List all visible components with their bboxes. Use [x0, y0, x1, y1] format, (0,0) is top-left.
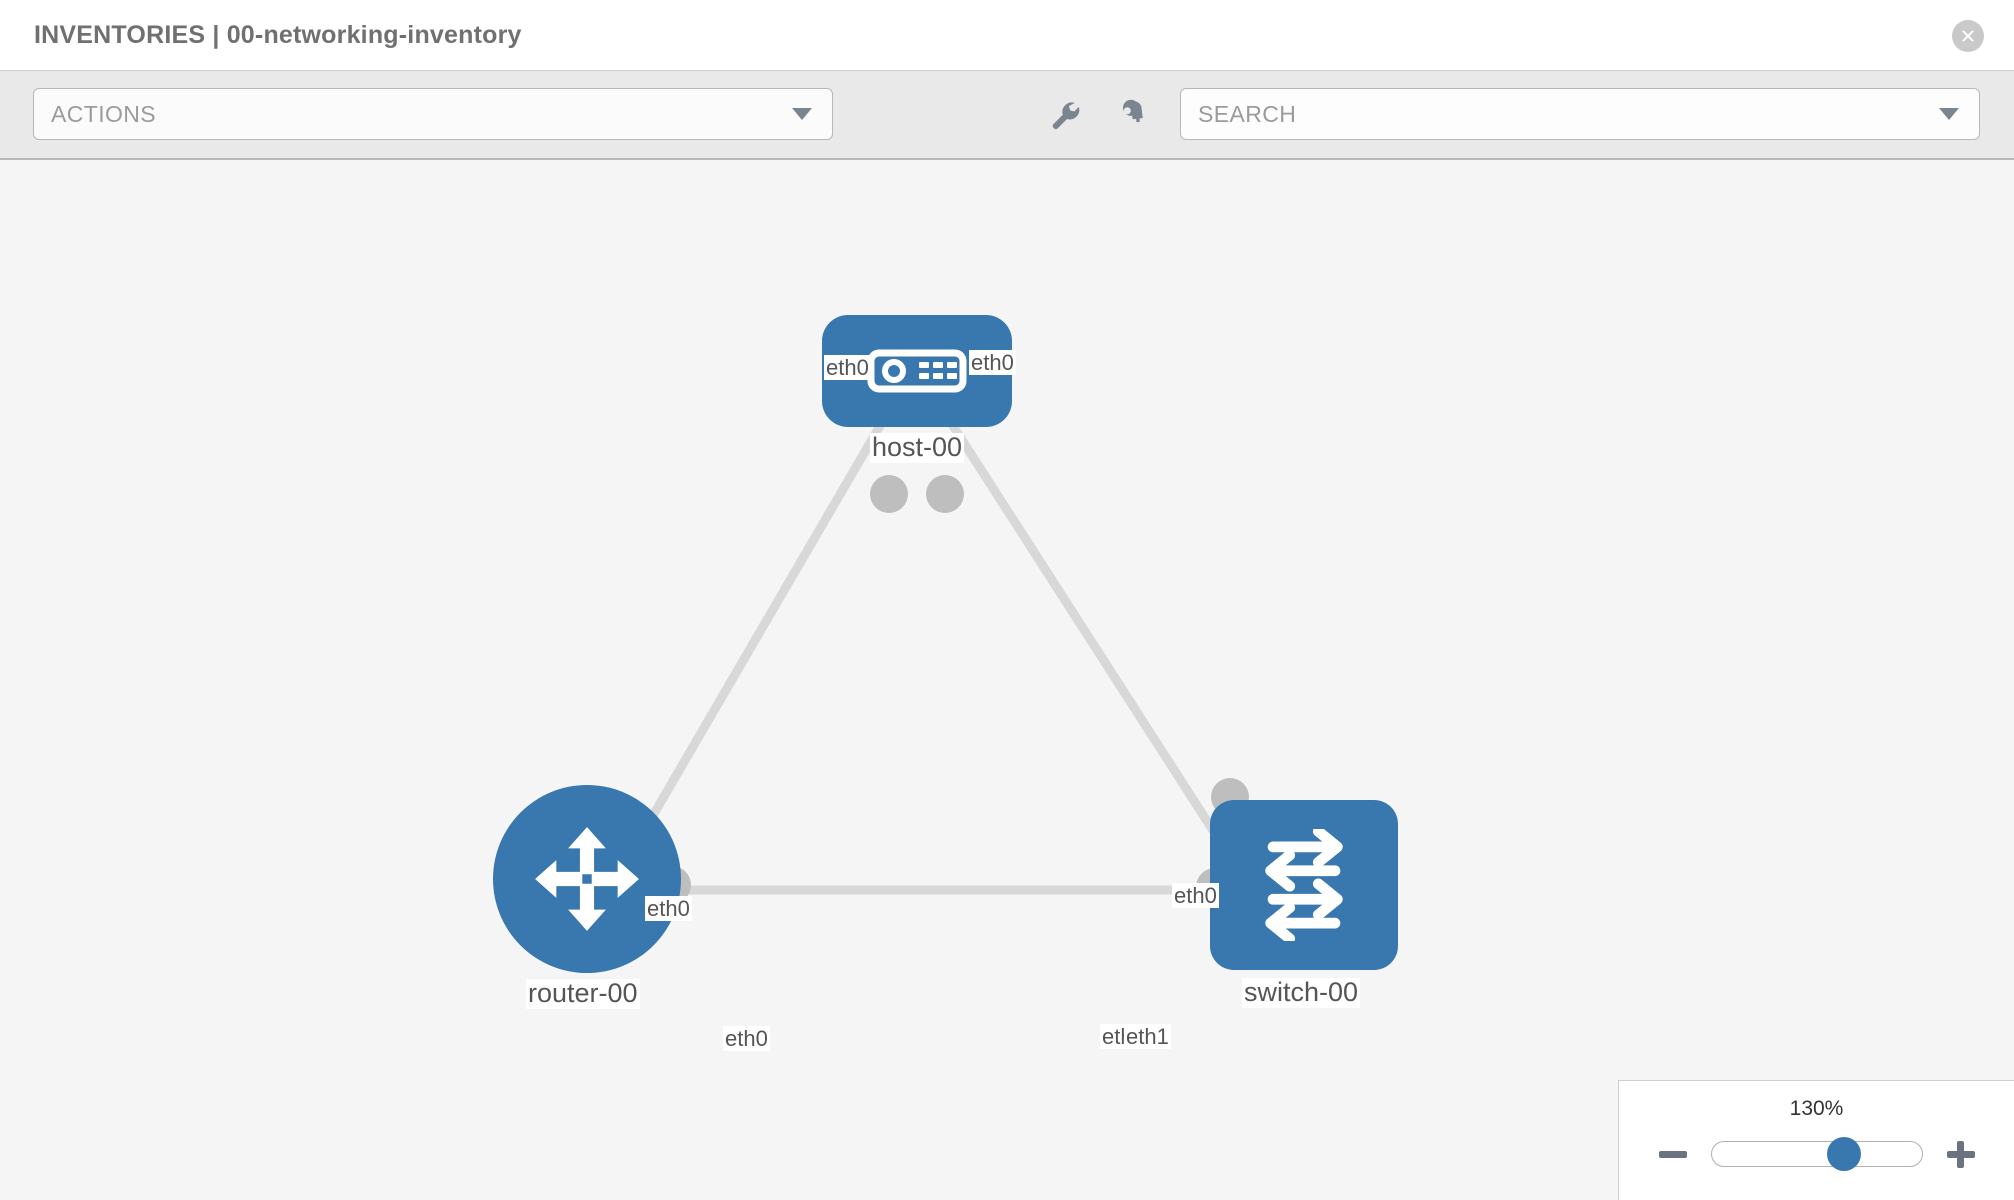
server-icon: [867, 349, 967, 393]
edge-host-router: [616, 409, 892, 875]
window-titlebar: INVENTORIES | 00-networking-inventory: [0, 0, 2014, 70]
knob-host-left[interactable]: [870, 475, 908, 513]
close-icon[interactable]: [1952, 20, 1984, 52]
node-label-router-00: router-00: [526, 978, 640, 1009]
zoom-slider-thumb[interactable]: [1827, 1137, 1862, 1171]
edge-host-switch: [940, 409, 1236, 863]
actions-dropdown-label: ACTIONS: [51, 100, 157, 127]
iface-label-switch-eth1-left: eth1: [1124, 1024, 1171, 1050]
zoom-out-button[interactable]: [1655, 1136, 1691, 1172]
iface-label-switch-eth0-up: eth0: [1172, 883, 1219, 909]
node-switch-00[interactable]: switch-00: [1196, 778, 1415, 1015]
wrench-icon[interactable]: [1045, 95, 1085, 135]
iface-label-router-eth0-right: eth0: [723, 1026, 770, 1052]
node-label-switch-00: switch-00: [1242, 977, 1361, 1008]
iface-label-host-eth0-left: eth0: [824, 355, 871, 381]
topology-edges: [616, 409, 1236, 895]
search-input[interactable]: SEARCH: [1180, 88, 1980, 140]
zoom-in-button[interactable]: [1943, 1136, 1979, 1172]
key-icon[interactable]: [1112, 95, 1152, 135]
zoom-control: 130%: [1618, 1080, 2014, 1200]
page-title: INVENTORIES | 00-networking-inventory: [34, 20, 522, 49]
router-node-shape[interactable]: [493, 785, 681, 973]
iface-label-host-eth0-right: eth0: [969, 350, 1016, 376]
router-arrows-icon: [535, 827, 639, 931]
zoom-percent-label: 130%: [1789, 1097, 1844, 1120]
topology-canvas[interactable]: host-00 eth0 eth0: [0, 160, 2014, 1200]
switch-arrows-icon: [1265, 829, 1343, 941]
chevron-down-icon: [792, 108, 812, 120]
knob-host-right[interactable]: [926, 475, 964, 513]
chevron-down-icon[interactable]: [1939, 108, 1959, 120]
iface-label-router-eth0-up: eth0: [645, 896, 692, 922]
node-host-00[interactable]: host-00: [822, 315, 1012, 515]
topology-toolbar: ACTIONS SEARCH: [0, 70, 2014, 160]
search-placeholder: SEARCH: [1198, 100, 1297, 127]
actions-dropdown[interactable]: ACTIONS: [33, 88, 833, 140]
node-label-host-00: host-00: [870, 432, 965, 463]
node-router-00[interactable]: router-00: [493, 785, 693, 1009]
zoom-slider-track[interactable]: [1711, 1137, 1923, 1171]
switch-node-shape[interactable]: [1210, 800, 1398, 970]
